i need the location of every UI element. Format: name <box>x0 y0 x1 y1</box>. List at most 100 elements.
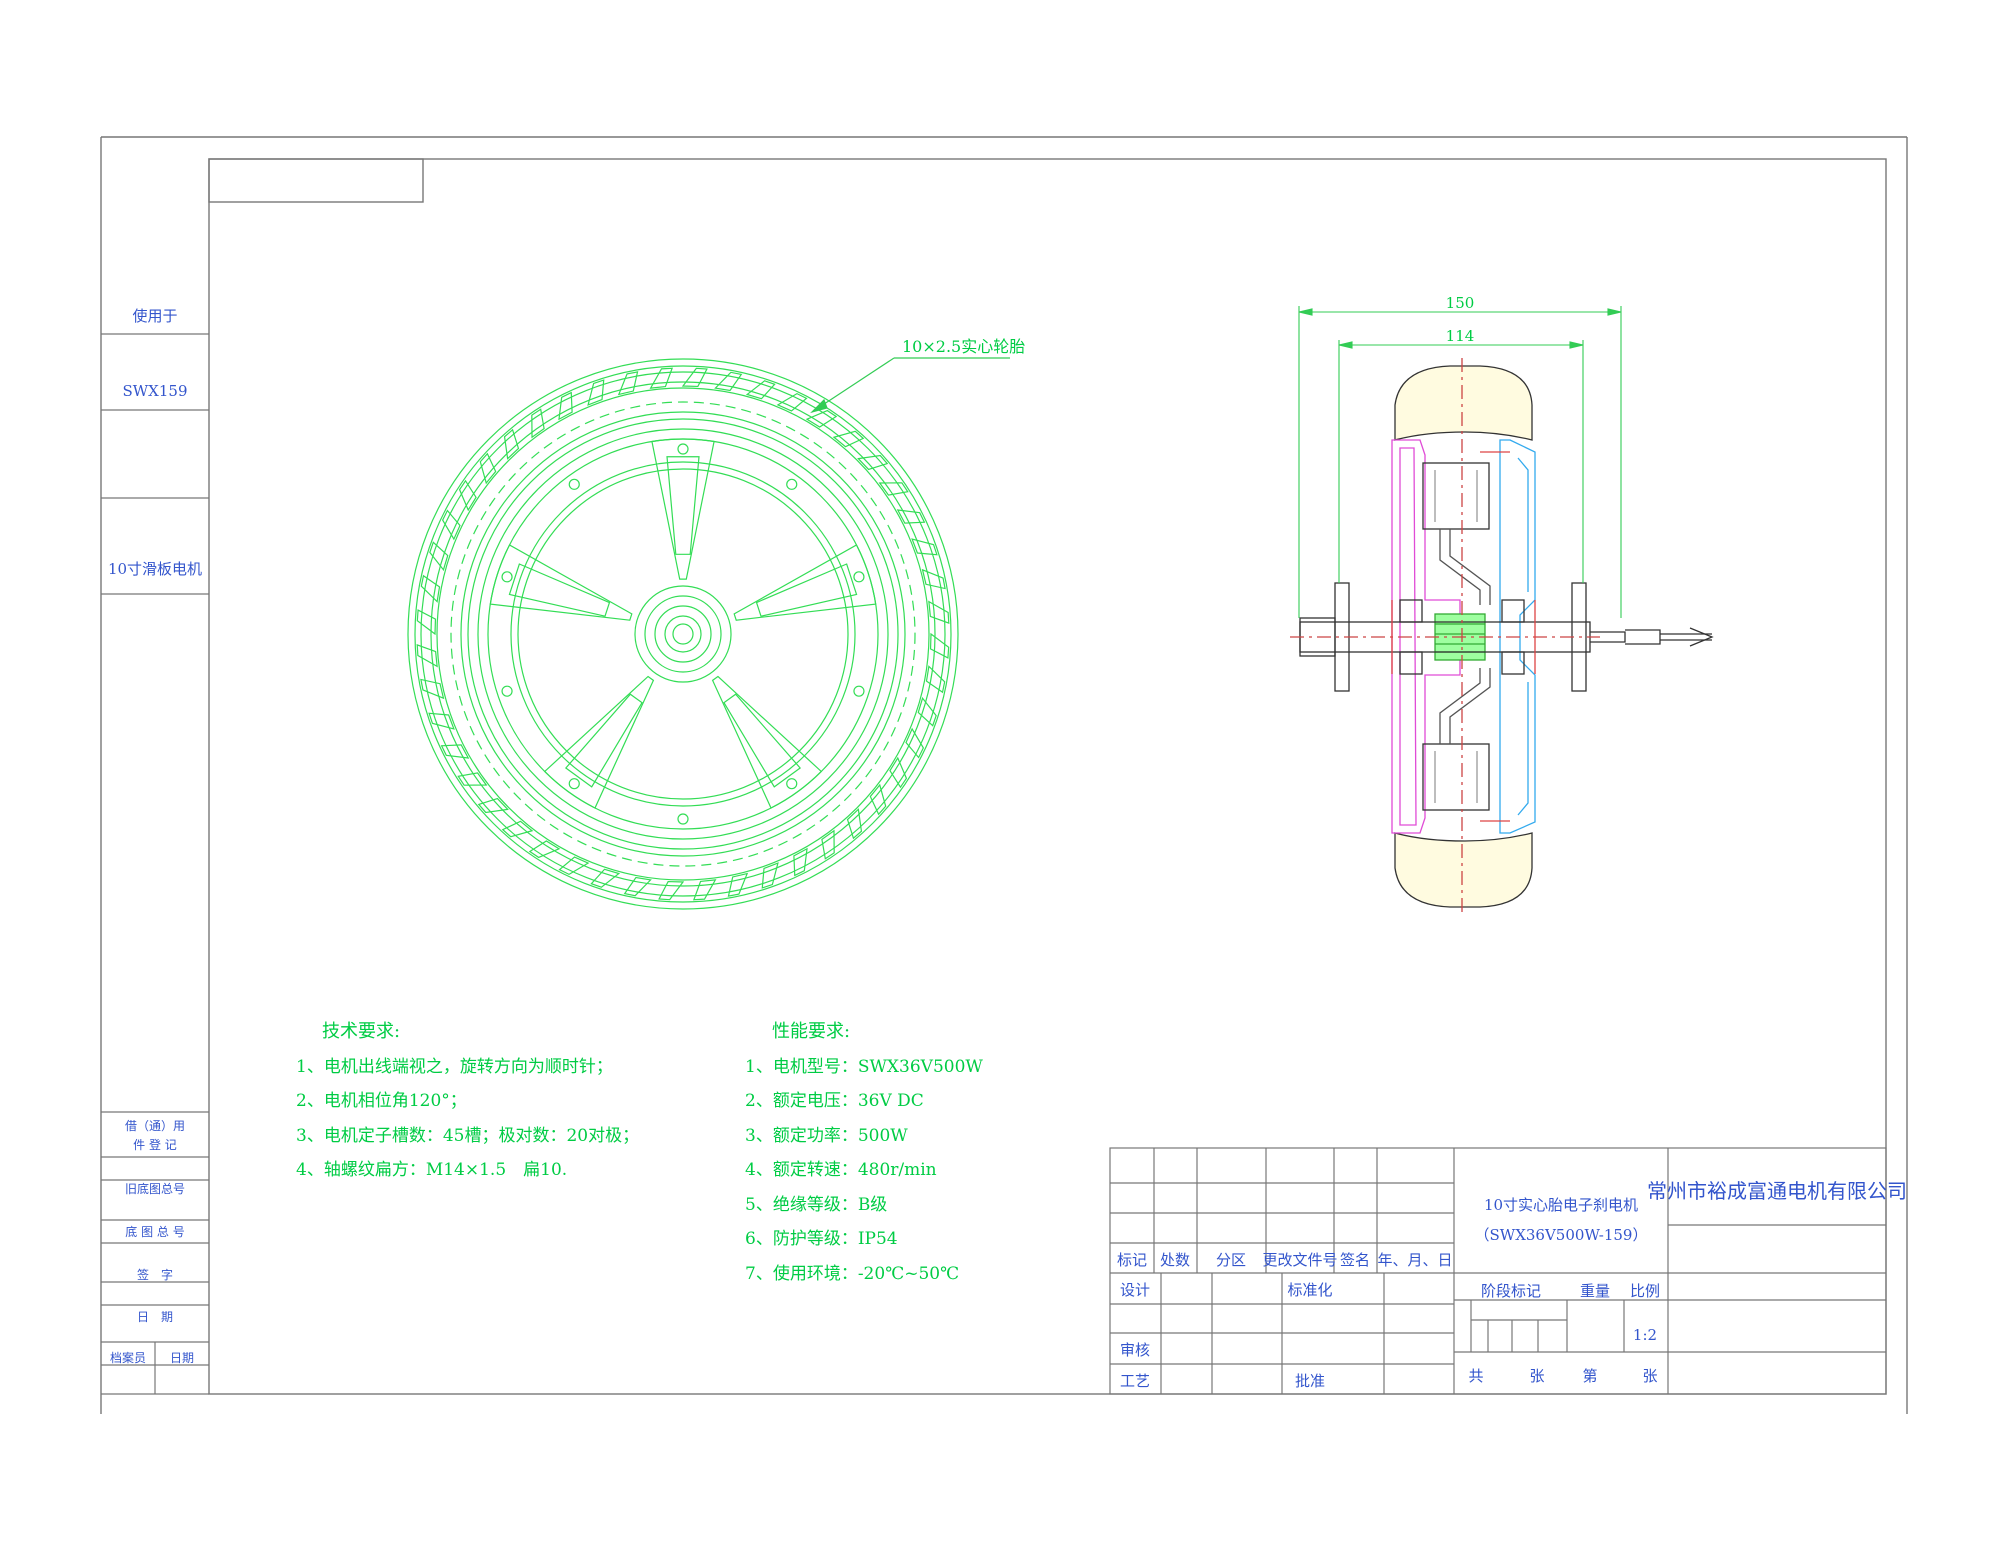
tb-standard: 标准化 <box>1287 1281 1332 1299</box>
date-label: 日 期 <box>137 1310 173 1324</box>
tread-block <box>457 772 488 786</box>
tread-block <box>917 696 937 727</box>
tread-block <box>793 847 808 877</box>
tread-block <box>416 609 437 636</box>
product-label: 10寸滑板电机 <box>108 560 202 578</box>
tread-block <box>905 727 925 759</box>
perf-item-3: 3、额定功率：500W <box>745 1126 908 1146</box>
front-view-wheel <box>407 358 959 910</box>
spoke-slot <box>564 693 643 788</box>
tread-block <box>889 756 908 789</box>
tb-nth: 第 <box>1582 1367 1597 1385</box>
tb-count: 处数 <box>1160 1251 1190 1269</box>
tread-block <box>929 632 950 659</box>
spoke-slot <box>723 693 802 788</box>
tread-block <box>911 538 938 556</box>
tb-design: 设计 <box>1120 1281 1150 1299</box>
tb-ymd: 年、月、日 <box>1377 1251 1452 1269</box>
tb-zone: 分区 <box>1216 1251 1246 1269</box>
tech-item-1: 1、电机出线端视之，旋转方向为顺时针； <box>296 1057 613 1077</box>
borrow-reg-line1: 借（通）用 <box>125 1119 185 1133</box>
tread-block <box>623 876 652 897</box>
tread-block <box>878 482 909 496</box>
tb-sheets: 张 <box>1529 1367 1544 1385</box>
bolt-hole <box>677 813 689 825</box>
bolt-hole <box>501 685 513 697</box>
perf-item-5: 5、绝缘等级：B级 <box>745 1195 887 1215</box>
company-name: 常州市裕成富通电机有限公司 <box>1647 1179 1907 1203</box>
wheel-spoke <box>543 675 655 809</box>
perf-item-4: 4、额定转速：480r/min <box>745 1160 937 1180</box>
used-for-label: 使用于 <box>132 307 177 325</box>
tech-item-2: 2、电机相位角120°； <box>296 1091 467 1111</box>
wheel-spoke <box>651 438 715 580</box>
product-name-line1: 10寸实心胎电子刹电机 <box>1484 1196 1638 1214</box>
tread-block <box>501 820 534 838</box>
bolt-hole <box>501 571 513 583</box>
tread-block <box>921 568 946 590</box>
wheel-spoke <box>711 675 823 809</box>
perf-item-7: 7、使用环境：-20℃~50℃ <box>745 1263 959 1284</box>
tread-block <box>458 479 477 512</box>
perf-item-6: 6、防护等级：IP54 <box>745 1229 898 1249</box>
bolt-hole <box>786 778 798 790</box>
tread-block <box>590 868 621 888</box>
archivist-label: 档案员 <box>110 1350 146 1365</box>
bolt-hole <box>677 443 689 455</box>
tread-block <box>805 409 838 428</box>
dimension-114: 114 <box>1446 327 1475 345</box>
tech-title: 技术要求: <box>322 1021 400 1042</box>
tread-block <box>821 829 835 860</box>
tread-block <box>587 379 605 406</box>
sheet-frame <box>100 136 1908 1414</box>
tread-block <box>416 643 438 668</box>
tread-block <box>531 408 545 439</box>
bolt-hole <box>853 571 865 583</box>
bolt-hole <box>568 478 580 490</box>
tb-weight: 重量 <box>1580 1282 1610 1300</box>
spoke-slot <box>755 563 858 617</box>
archive-date-label: 日期 <box>170 1351 194 1365</box>
model-label: SWX159 <box>122 382 187 400</box>
tb-review: 审核 <box>1120 1341 1150 1359</box>
tread-block <box>558 856 590 876</box>
tread-block <box>503 428 520 460</box>
tb-mark: 标记 <box>1117 1251 1147 1269</box>
title-block <box>1109 1147 1887 1395</box>
dimension-150: 150 <box>1446 294 1475 312</box>
tb-scale-label: 比例 <box>1630 1282 1660 1300</box>
tread-block <box>714 371 743 392</box>
tread-block <box>776 392 808 412</box>
tread-block <box>869 783 887 816</box>
tb-stage-mark: 阶段标记 <box>1481 1282 1541 1300</box>
tb-change-doc: 更改文件号 <box>1262 1251 1337 1269</box>
tb-sign: 签名 <box>1340 1251 1370 1269</box>
tread-block <box>441 509 461 541</box>
tb-scale-value: 1:2 <box>1633 1326 1657 1344</box>
spoke-slot <box>508 563 611 617</box>
tb-approve: 批准 <box>1295 1372 1325 1390</box>
tb-total: 共 <box>1468 1367 1483 1385</box>
tread-block <box>649 367 674 389</box>
base-no-label: 底 图 总 号 <box>125 1224 184 1239</box>
tread-block <box>832 430 865 448</box>
tread-block <box>692 879 717 901</box>
signature-label: 签 字 <box>137 1267 173 1282</box>
tb-sheet: 张 <box>1642 1367 1657 1385</box>
product-name-line2: （SWX36V500W-159） <box>1475 1226 1648 1244</box>
spoke-slot <box>666 456 700 555</box>
tread-block <box>617 371 639 396</box>
perf-item-1: 1、电机型号：SWX36V500W <box>745 1057 983 1077</box>
wheel-spoke <box>733 544 877 621</box>
tread-block <box>658 880 685 901</box>
tread-block <box>928 600 950 625</box>
tread-block <box>681 367 708 388</box>
tb-process: 工艺 <box>1120 1372 1150 1390</box>
tread-block <box>479 452 497 485</box>
tread-block <box>428 712 455 730</box>
tire-leader <box>809 357 1010 414</box>
tech-item-4: 4、轴螺纹扁方：M14×1.5 扁10. <box>296 1160 567 1180</box>
dimension-lines <box>1298 306 1622 618</box>
tire-label: 10×2.5实心轮胎 <box>902 337 1025 356</box>
